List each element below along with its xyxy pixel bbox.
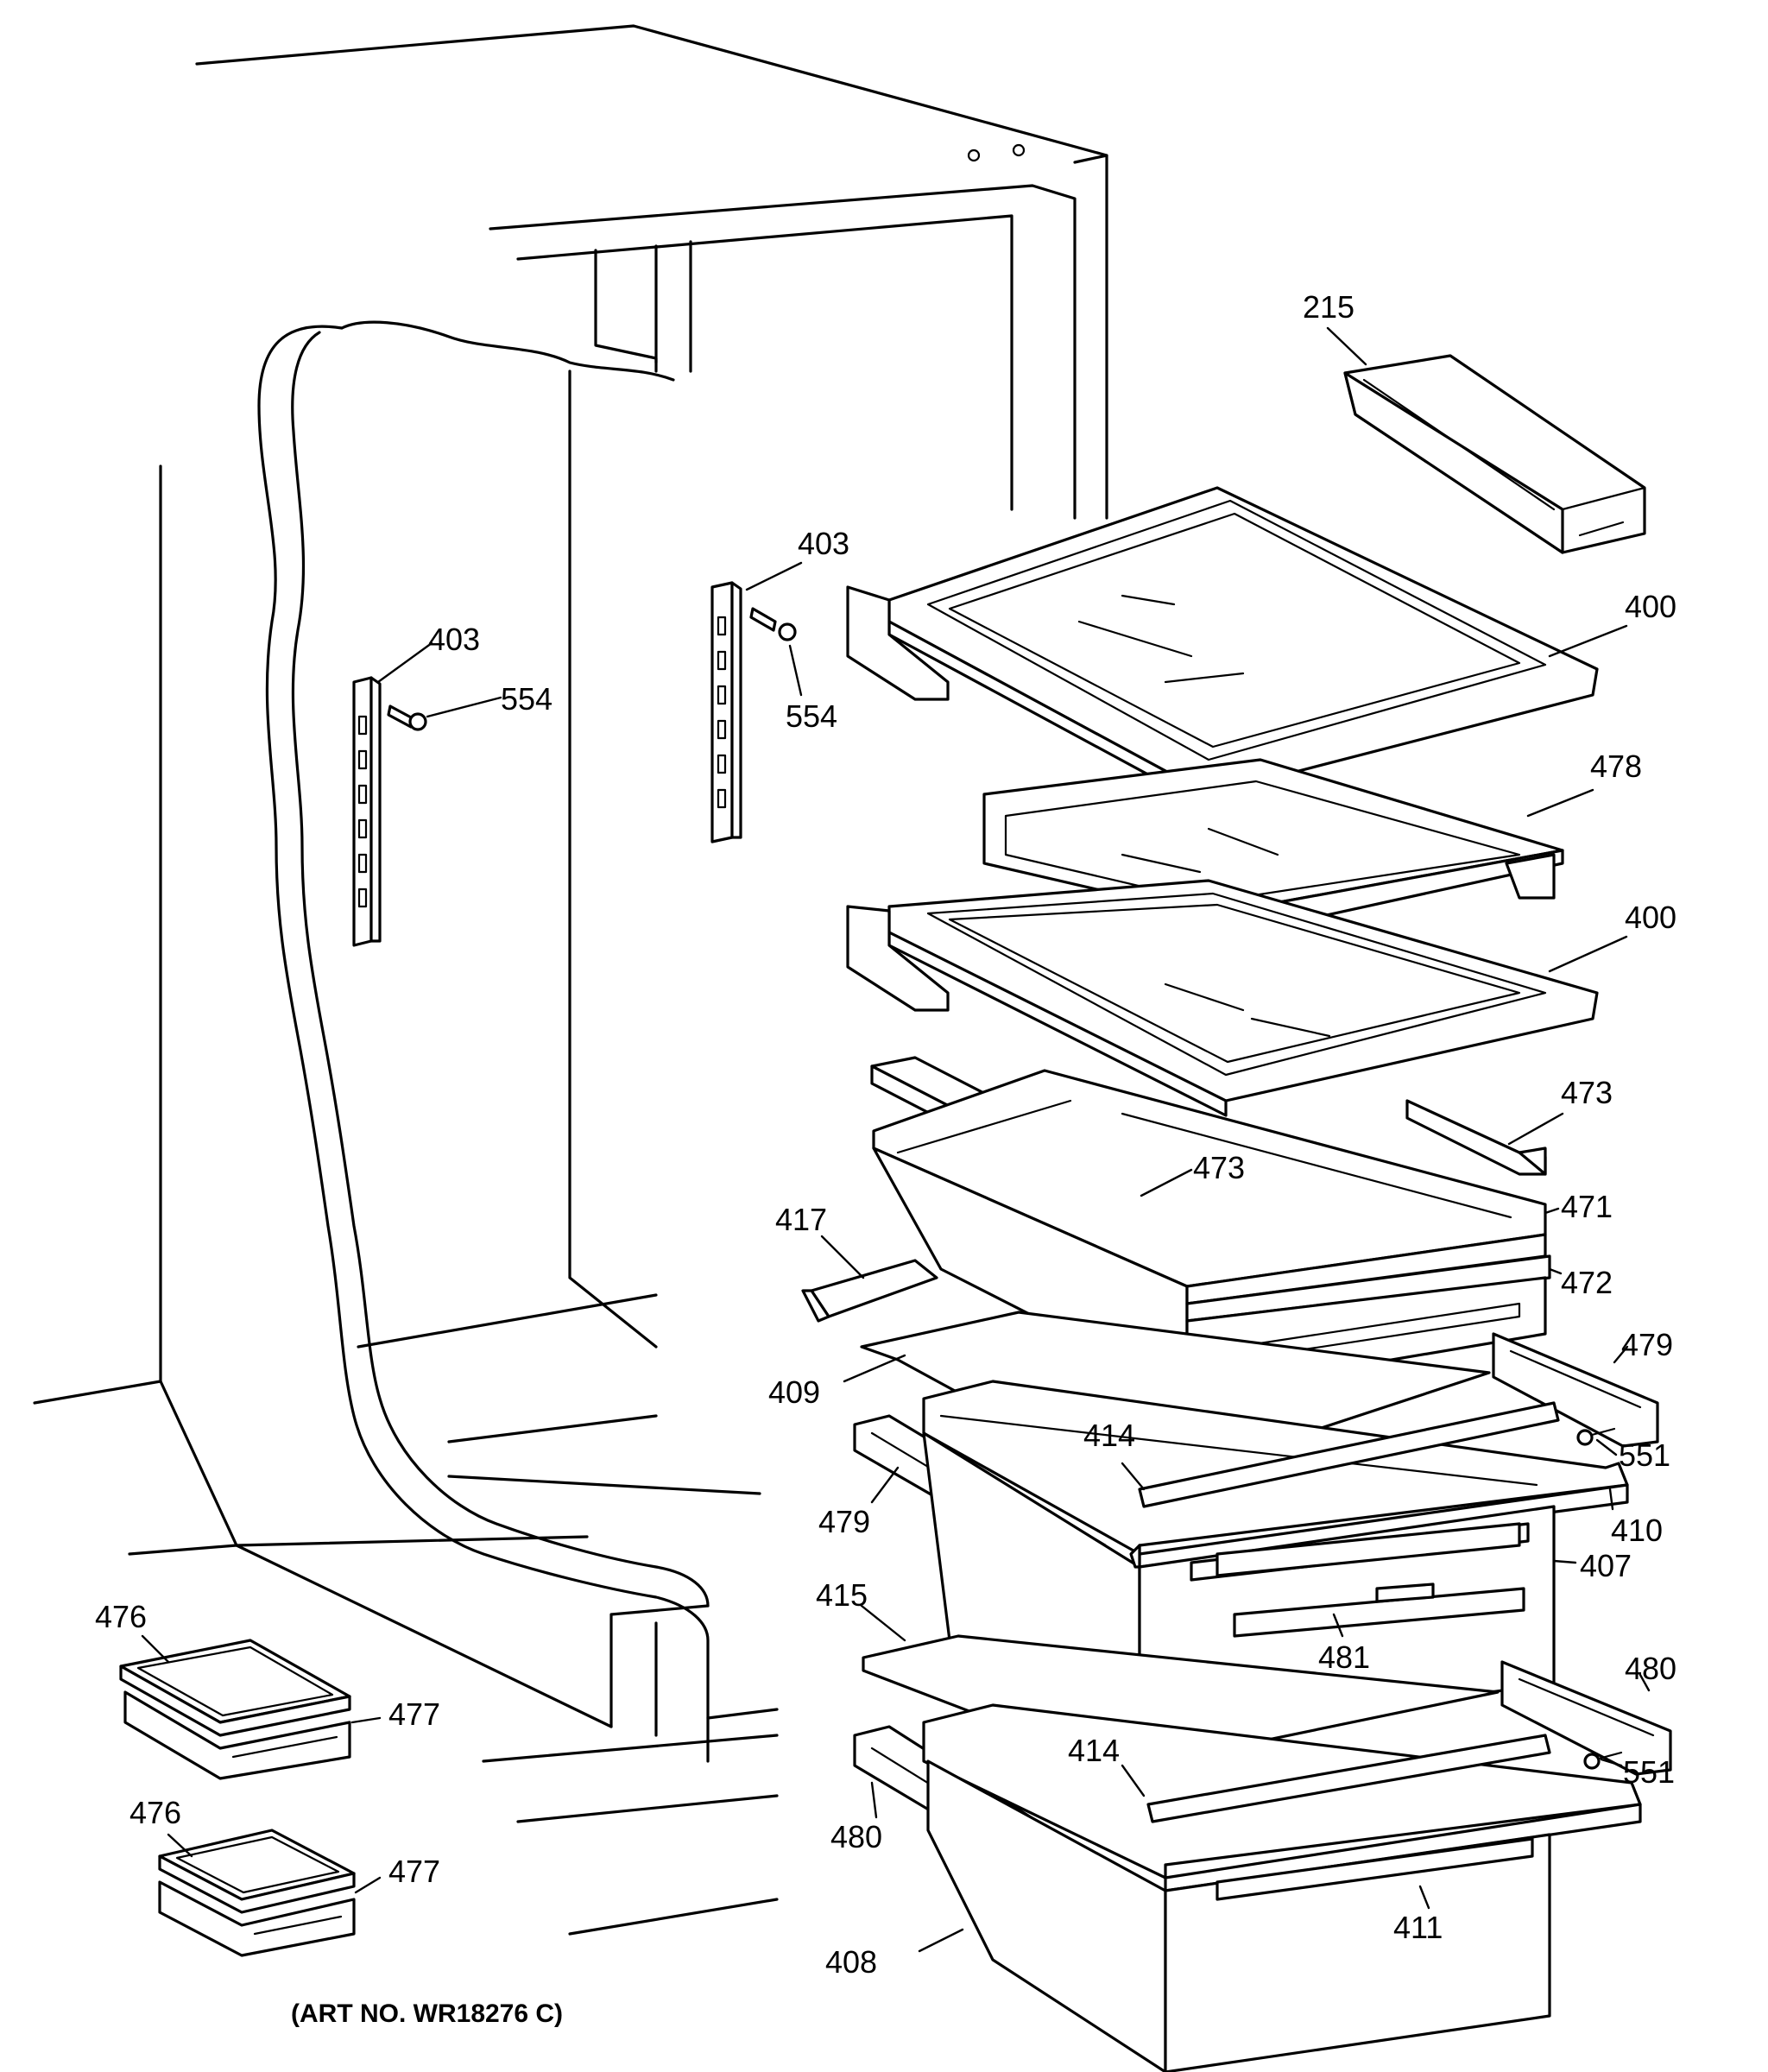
label-551-upper: 551 [1619,1437,1670,1473]
label-471: 471 [1561,1189,1613,1224]
label-414-lower: 414 [1068,1733,1120,1768]
rail-414-upper [1138,1401,1560,1508]
label-403-left: 403 [428,622,480,657]
label-476-lower: 476 [129,1795,181,1830]
door-bin-215 [1343,354,1646,554]
label-410: 410 [1611,1513,1663,1548]
label-408: 408 [825,1944,877,1980]
label-479-right: 479 [1621,1327,1673,1362]
label-411: 411 [1393,1910,1443,1945]
slide-479-right [1492,1332,1659,1448]
label-554-right: 554 [786,698,837,734]
glass-cover-415 [862,1634,1500,1772]
label-551-lower: 551 [1623,1754,1675,1790]
label-403-right: 403 [798,526,849,561]
callouts: 215 400 400 403 403 554 554 478 473 473 … [95,289,1676,2028]
label-476-upper: 476 [95,1599,147,1634]
label-477-upper: 477 [388,1696,440,1732]
cover-417 [801,1259,938,1323]
label-480-left: 480 [830,1819,882,1854]
label-472: 472 [1561,1265,1613,1300]
label-409: 409 [768,1374,820,1410]
label-215: 215 [1303,289,1354,325]
label-477-lower: 477 [388,1854,440,1889]
label-478: 478 [1590,749,1642,784]
label-473-center: 473 [1193,1150,1245,1185]
label-415: 415 [816,1577,868,1613]
glass-shelf-400-lower [846,879,1599,1117]
label-400-top: 400 [1625,589,1676,624]
label-473-right: 473 [1561,1075,1613,1110]
shelf-ladder-left [352,676,427,947]
label-417: 417 [775,1202,827,1237]
container-476-477-lower [158,1829,356,1957]
slide-480-right [1500,1660,1672,1776]
shelf-ladder-right [710,581,797,843]
leader-lines [141,326,1651,1953]
label-481: 481 [1318,1639,1370,1675]
label-554-left: 554 [501,681,552,717]
glass-shelf-400-top [846,486,1599,809]
cabinet [33,24,1108,1936]
handle-481 [1216,1522,1525,1638]
label-480-right: 480 [1625,1651,1676,1686]
label-414-upper: 414 [1083,1418,1135,1453]
label-479-left: 479 [818,1504,870,1539]
label-407: 407 [1580,1548,1632,1583]
label-400-lower: 400 [1625,900,1676,935]
screw-551 [1576,1427,1623,1770]
crisper-408 [922,1703,1642,2072]
container-476-477-upper [119,1639,351,1780]
art-number-caption: (ART NO. WR18276 C) [291,1999,563,2028]
